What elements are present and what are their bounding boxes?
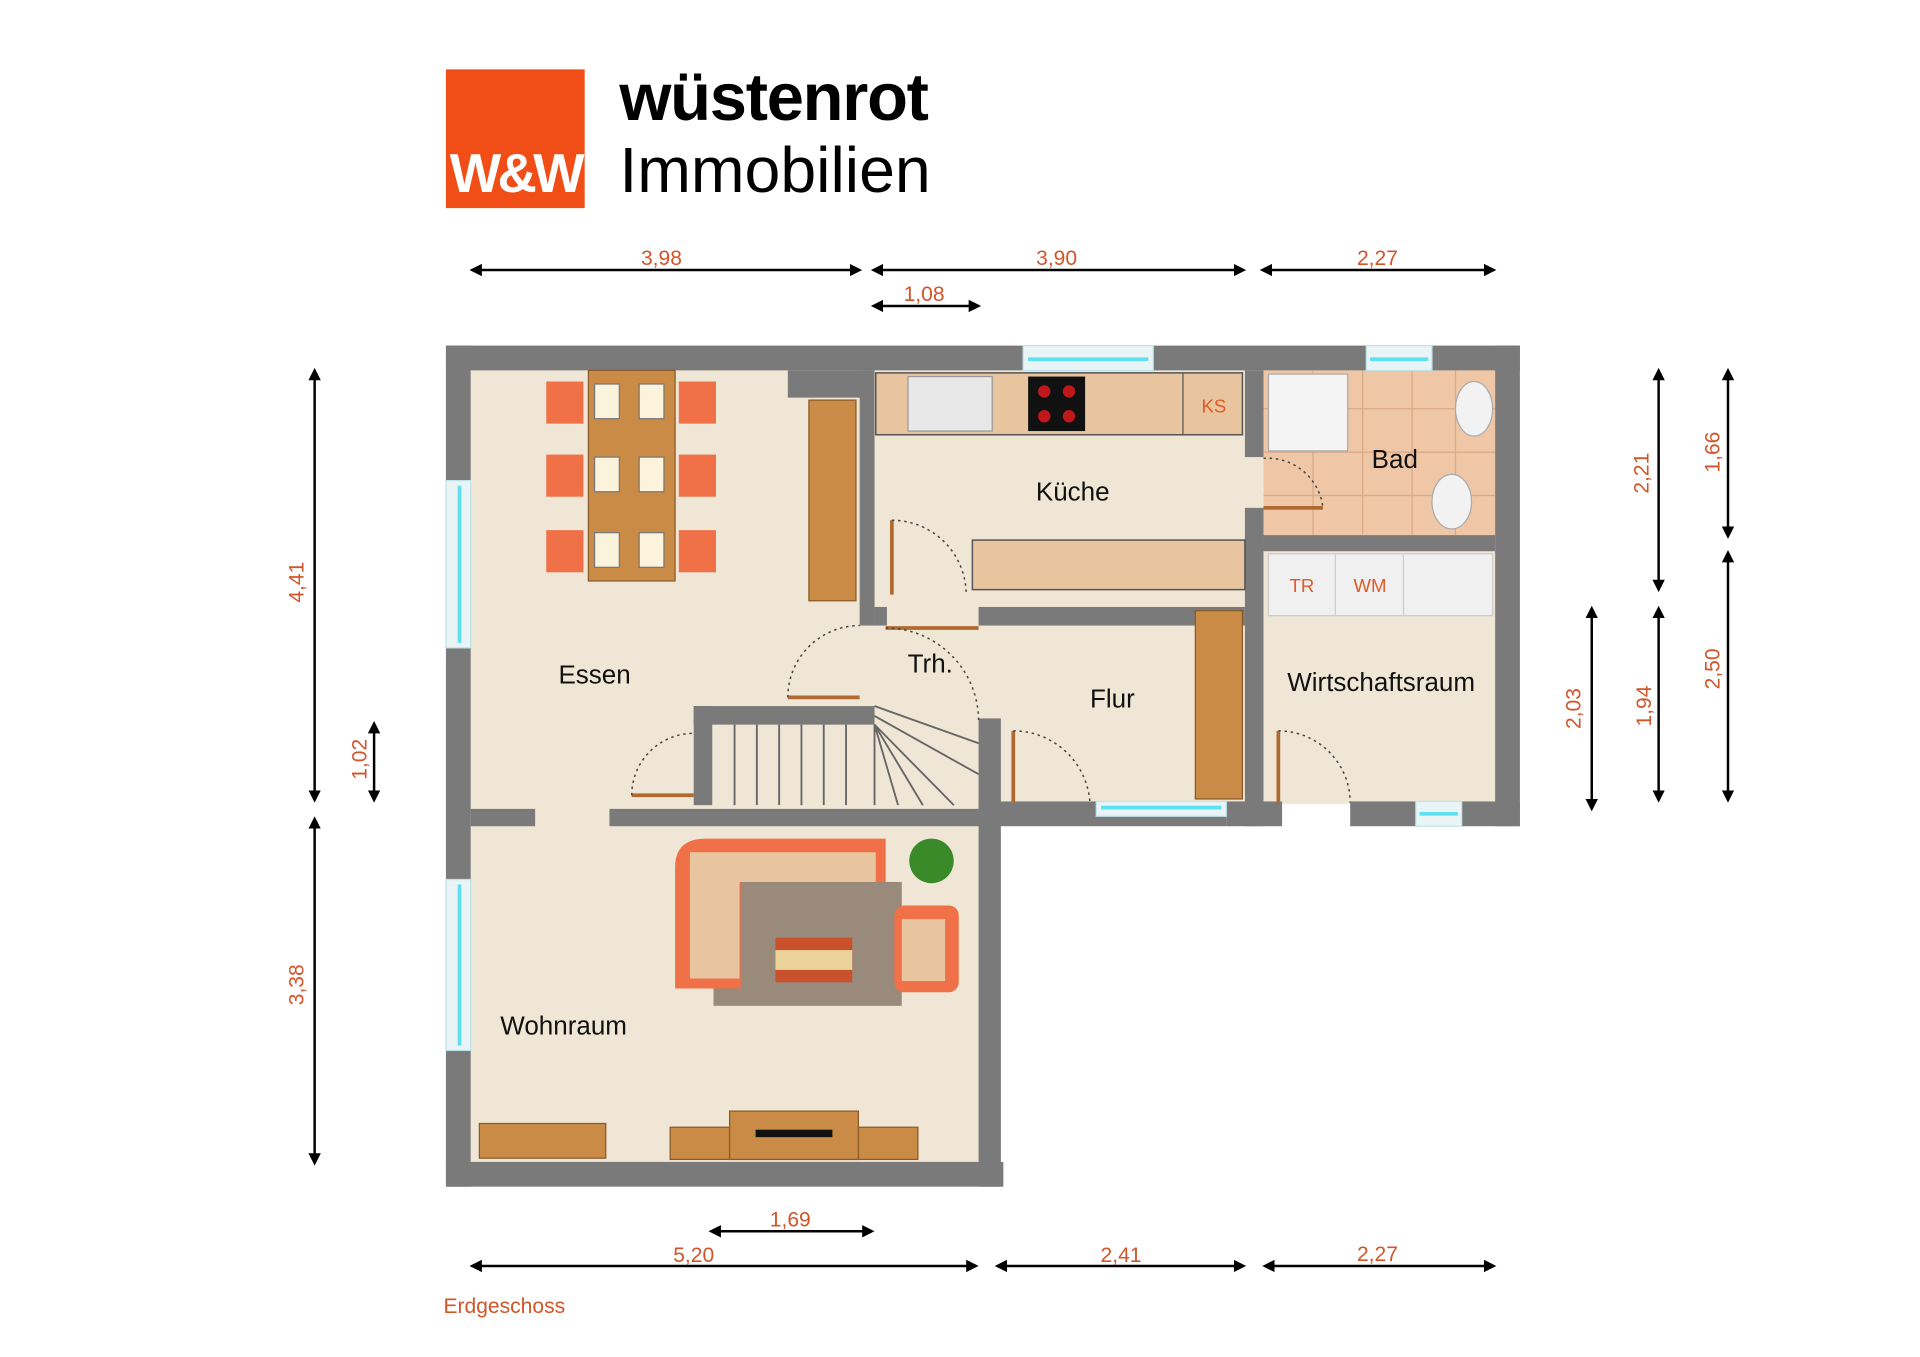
living-furniture	[478, 838, 959, 1161]
plant	[909, 838, 954, 884]
wardrobe-flur	[1194, 610, 1244, 800]
sideboard-essen	[808, 399, 857, 602]
logo: W&W wüstenrot Immobilien	[445, 60, 931, 209]
room-essen: Essen	[558, 660, 630, 690]
room-wirtschaftsraum: Wirtschaftsraum	[1287, 667, 1475, 697]
staircase	[733, 705, 980, 806]
floor-name: Erdgeschoss	[443, 1295, 565, 1318]
dim-right-3: 2,03	[1563, 688, 1586, 729]
dim-top-1: 3,98	[641, 247, 682, 270]
logo-mark-box	[445, 69, 585, 209]
dining-table	[546, 369, 716, 582]
dim-bottom-1: 1,69	[770, 1208, 811, 1231]
tv	[755, 1129, 833, 1138]
dim-bottom-2: 5,20	[673, 1244, 714, 1267]
dimensions-right: 2,21 1,66 2,03 1,94 2,50	[1563, 367, 1735, 812]
room-labels: Essen Küche Bad Trh. Flur Wirtschaftsrau…	[500, 444, 1475, 1040]
logo-mark-text: W&W	[450, 143, 585, 204]
dimensions-left: 4,41 1,02 3,38	[285, 367, 381, 1166]
windows	[445, 344, 1463, 1052]
toilet	[1431, 473, 1473, 530]
dim-right-4: 1,94	[1633, 685, 1656, 726]
dim-left-2: 1,02	[349, 739, 372, 780]
room-treppenhaus: Trh.	[908, 649, 953, 679]
doors	[631, 457, 1351, 806]
fridge-label: KS	[1202, 395, 1227, 416]
cooktop	[1028, 376, 1086, 432]
dryer-label: TR	[1289, 575, 1314, 596]
dim-right-1: 2,21	[1631, 453, 1654, 494]
dim-left-1: 4,41	[285, 562, 308, 603]
shelf	[478, 1122, 607, 1159]
dimensions-top: 3,98 3,90 2,27 1,08	[469, 247, 1497, 313]
dim-left-3: 3,38	[285, 964, 308, 1005]
dim-bottom-4: 2,27	[1357, 1243, 1398, 1266]
dim-top-2: 3,90	[1036, 247, 1077, 270]
washbasin	[1454, 380, 1494, 437]
logo-brand: wüstenrot	[618, 60, 928, 135]
room-kueche: Küche	[1036, 476, 1110, 506]
logo-subtitle: Immobilien	[619, 134, 930, 206]
sink	[907, 375, 993, 432]
room-bad: Bad	[1372, 444, 1418, 474]
dim-top-4: 1,08	[904, 283, 945, 306]
dim-top-3: 2,27	[1357, 247, 1398, 270]
room-flur: Flur	[1090, 683, 1135, 713]
dimensions-bottom: 1,69 5,20 2,41 2,27	[469, 1208, 1497, 1273]
shower	[1267, 373, 1349, 452]
dim-right-5: 2,50	[1701, 648, 1724, 689]
kitchen-counter: KS	[875, 372, 1246, 591]
washer-label: WM	[1354, 575, 1387, 596]
dim-right-2: 1,66	[1701, 432, 1724, 473]
laundry: TR WM	[1267, 553, 1494, 617]
bathroom-fixtures	[1267, 373, 1494, 530]
room-wohnraum: Wohnraum	[500, 1010, 627, 1040]
dim-bottom-3: 2,41	[1101, 1244, 1142, 1267]
